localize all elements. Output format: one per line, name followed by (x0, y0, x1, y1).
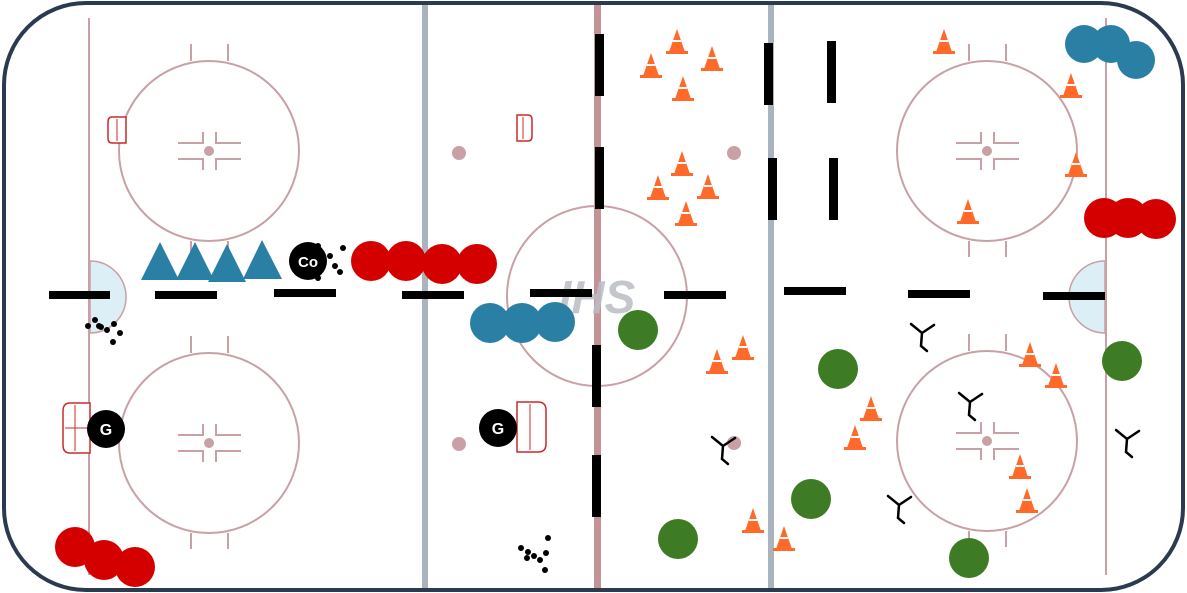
green-player (618, 310, 658, 350)
goal-net-icon (516, 401, 547, 453)
coach-token: Co (289, 242, 327, 280)
neutral-dot-bottom-left (452, 437, 466, 451)
goalie-token-center: G (479, 409, 517, 447)
puck-pile-icon (315, 243, 346, 281)
faceoff-circle-bottom-left (118, 336, 300, 549)
green-player (949, 538, 989, 578)
triangle-marker-icon (208, 244, 246, 282)
teal-player-group (470, 25, 1155, 343)
green-player (658, 519, 698, 559)
puck-pile-icon (85, 317, 123, 345)
goalie-token-left: G (87, 410, 125, 448)
faceoff-circle-top-left (118, 44, 300, 257)
blue-line-right (768, 5, 774, 588)
green-player (1102, 341, 1142, 381)
green-player (818, 349, 858, 389)
green-player (791, 479, 831, 519)
triangle-marker-icon (243, 240, 282, 279)
green-player-group (618, 310, 1142, 578)
center-red-line (594, 5, 601, 588)
goalie-label: G (492, 421, 504, 438)
faceoff-circle-bottom-right (896, 334, 1078, 547)
triangle-marker-icon (176, 242, 214, 280)
red-player (1136, 199, 1176, 239)
teal-player (1065, 25, 1103, 63)
red-player (1108, 198, 1148, 238)
red-player (422, 244, 462, 284)
teal-player (535, 302, 575, 342)
red-player-group (55, 198, 1176, 587)
red-player (84, 540, 124, 580)
goal-net-icon (516, 114, 533, 142)
red-player (457, 244, 497, 284)
red-player (386, 241, 426, 281)
teal-player (470, 303, 510, 343)
barrier-row-vertical (592, 34, 838, 517)
neutral-dot-top-left (452, 146, 466, 160)
coach-label: Co (298, 254, 318, 271)
red-player (115, 547, 155, 587)
goal-net-icon (62, 402, 91, 454)
teal-player (1117, 41, 1155, 79)
goal-net-icon (107, 116, 127, 144)
triangle-marker-group (141, 240, 282, 282)
red-player (351, 241, 391, 281)
triangle-marker-icon (141, 242, 179, 280)
goalie-label: G (100, 422, 112, 439)
puck-pile-icon (518, 535, 551, 573)
neutral-dot-top-right (727, 146, 741, 160)
faceoff-circle-top-right (896, 44, 1078, 257)
barrier-row-horizontal (49, 287, 1105, 300)
teal-player (502, 303, 542, 343)
